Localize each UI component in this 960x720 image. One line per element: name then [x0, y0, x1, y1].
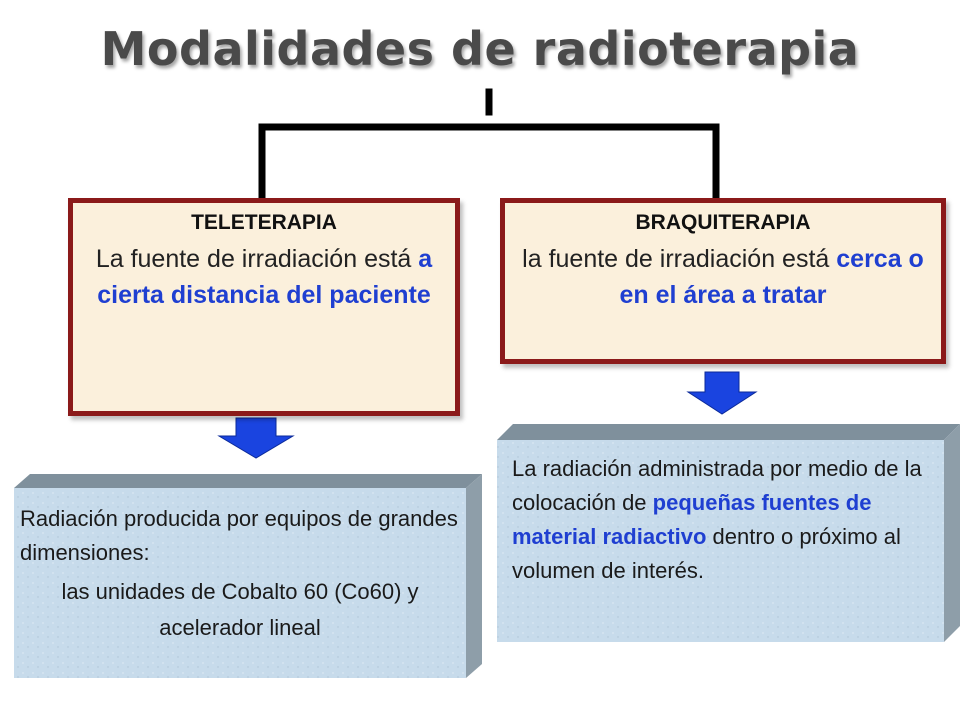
braquiterapia-desc-highlight: cerca o en el área a tratar [619, 245, 924, 309]
teleterapia-detail-panel: Radiación producida por equipos de grand… [14, 488, 466, 646]
braquiterapia-detail-end: dentro o próximo al volumen de interés. [512, 524, 901, 583]
panel-teleterapia-shape [14, 474, 482, 678]
page-title: Modalidades de radioterapia [100, 22, 860, 76]
teleterapia-desc-highlight: a cierta distancia del paciente [97, 245, 433, 309]
teleterapia-description: La fuente de irradiación está a cierta d… [73, 241, 455, 313]
braquiterapia-box: BRAQUITERAPIA la fuente de irradiación e… [500, 198, 946, 364]
braquiterapia-heading: BRAQUITERAPIA [635, 211, 811, 234]
braquiterapia-detail-panel: La radiación administrada por medio de l… [508, 446, 940, 588]
arrow-down-braquiterapia [686, 371, 758, 415]
teleterapia-box: TELETERAPIA La fuente de irradiación est… [68, 198, 460, 416]
teleterapia-desc-text: La fuente de irradiación está [95, 245, 419, 273]
braquiterapia-description: la fuente de irradiación está cerca o en… [505, 241, 941, 313]
teleterapia-detail-equipment: las unidades de Cobalto 60 (Co60) y acel… [61, 579, 419, 640]
braquiterapia-desc-text: la fuente de irradiación está [522, 245, 837, 273]
teleterapia-detail-intro: Radiación producida por equipos de grand… [20, 506, 458, 565]
arrow-down-teleterapia [217, 417, 295, 459]
teleterapia-heading: TELETERAPIA [191, 211, 337, 234]
tree-connector [258, 88, 720, 200]
braquiterapia-detail-intro: La radiación administrada por medio de l… [512, 456, 922, 515]
braquiterapia-detail-highlight: pequeñas fuentes de material radiactivo [512, 490, 872, 549]
panel-braquiterapia-shape [497, 424, 960, 642]
